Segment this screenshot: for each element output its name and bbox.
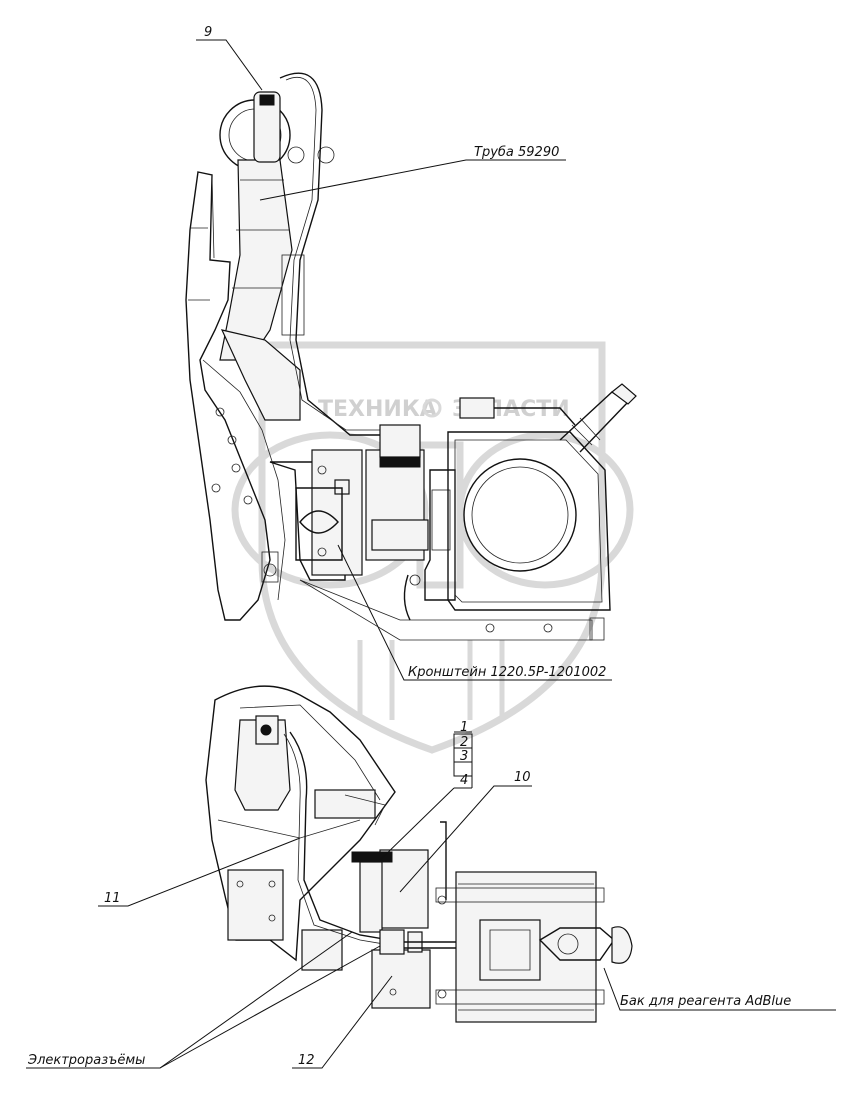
callout-connectors: Электроразъёмы [27,1053,145,1068]
adblue-tank-upper [447,383,637,641]
pipe-lower [234,715,391,946]
watermark-text-1: ТЕХНИКА [318,397,437,422]
labels: 9 Труба 59290 Кронштейн 1220.5Р-1201002 … [27,25,791,1068]
callout-9: 9 [204,25,212,40]
callout-11: 11 [104,891,121,906]
callout-3: 3 [460,749,468,764]
adblue-tank-lower [435,871,633,1023]
callout-10: 10 [514,770,531,785]
callout-2: 2 [460,735,468,750]
callout-pipe-59290: Труба 59290 [474,145,559,160]
bracket-lower [351,821,447,933]
connector-module [371,929,471,1009]
callout-4: 4 [460,773,468,788]
leader-lines [26,39,836,1069]
callout-1: 1 [460,720,468,735]
pipe-59290 [219,72,420,436]
watermark: ТЕХНИКА ЗАПАСТИ [231,341,634,754]
lower-view [205,685,633,1023]
bracket-1220 [269,449,593,641]
upper-view [185,72,637,641]
callout-12: 12 [298,1053,315,1068]
callout-adblue-tank: Бак для реагента AdBlue [620,994,791,1009]
callout-bracket: Кронштейн 1220.5Р-1201002 [408,665,606,680]
pump-unit [365,424,456,621]
